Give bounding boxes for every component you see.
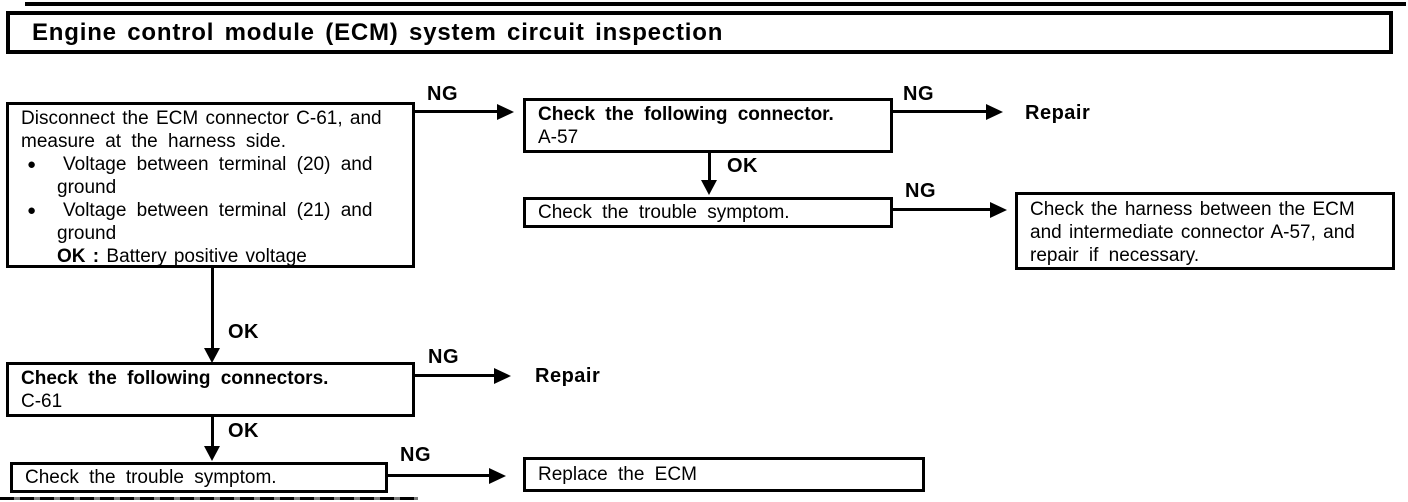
connector-line xyxy=(708,153,711,183)
ok-label: OK xyxy=(228,420,259,442)
step-line: and intermediate connector A-57, and xyxy=(1030,222,1355,243)
bullet-text: ground xyxy=(57,177,117,198)
step-line: Check the following connector. xyxy=(538,104,834,125)
ok-label: OK xyxy=(727,155,758,177)
ng-label: NG xyxy=(905,180,936,202)
step-trouble-symptom-bottom-box: Check the trouble symptom. xyxy=(10,462,388,493)
step-line: measure at the harness side. xyxy=(21,131,287,152)
arrowhead-right-icon xyxy=(489,468,506,484)
ok-label: OK xyxy=(228,321,259,343)
step-line: Check the following connectors. xyxy=(21,368,329,389)
connector-line xyxy=(893,110,988,113)
ng-label: NG xyxy=(400,444,431,466)
bullet-text: Voltage between terminal (20) and xyxy=(63,154,373,175)
step-disconnect-ecm-box: Disconnect the ECM connector C-61, and m… xyxy=(6,102,415,268)
step-line: Check the trouble symptom. xyxy=(25,467,277,488)
ok-condition-key: OK : xyxy=(57,246,100,267)
step-line: Check the trouble symptom. xyxy=(538,202,790,223)
page-title: Engine control module (ECM) system circu… xyxy=(32,18,724,46)
page-top-rule xyxy=(25,2,1406,6)
ok-condition-value: Battery positive voltage xyxy=(106,246,307,267)
ng-label: NG xyxy=(427,83,458,105)
arrowhead-down-icon xyxy=(204,446,220,461)
page-bottom-artifact-rule xyxy=(0,497,418,500)
arrowhead-right-icon xyxy=(494,368,511,384)
title-box: Engine control module (ECM) system circu… xyxy=(6,11,1393,54)
step-line: Check the harness between the ECM xyxy=(1030,199,1355,220)
connector-line xyxy=(211,268,214,352)
bullet-icon: ● xyxy=(27,202,37,219)
bullet-item: ● Voltage between terminal (20) and xyxy=(21,153,404,176)
bullet-item: ● Voltage between terminal (21) and xyxy=(21,199,404,222)
connector-line xyxy=(415,110,499,113)
connector-line xyxy=(893,208,992,211)
ng-label: NG xyxy=(903,83,934,105)
arrowhead-right-icon xyxy=(990,202,1007,218)
bullet-icon: ● xyxy=(27,156,37,173)
arrowhead-down-icon xyxy=(204,348,220,363)
ng-label: NG xyxy=(428,346,459,368)
step-replace-ecm-box: Replace the ECM xyxy=(523,457,925,492)
connector-id: A-57 xyxy=(538,127,579,148)
connector-line xyxy=(211,417,214,450)
step-line: repair if necessary. xyxy=(1030,245,1200,266)
repair-terminal-label: Repair xyxy=(1025,102,1091,124)
arrowhead-right-icon xyxy=(986,104,1003,120)
step-line: Disconnect the ECM connector C-61, and xyxy=(21,108,382,129)
step-trouble-symptom-top-box: Check the trouble symptom. xyxy=(523,197,893,228)
ok-condition-line: OK : Battery positive voltage xyxy=(21,245,404,267)
step-check-connector-a57-box: Check the following connector. A-57 xyxy=(523,98,893,153)
step-line: Replace the ECM xyxy=(538,464,697,485)
repair-terminal-label: Repair xyxy=(535,365,601,387)
arrowhead-right-icon xyxy=(497,104,514,120)
bullet-text: Voltage between terminal (21) and xyxy=(63,200,373,221)
arrowhead-down-icon xyxy=(701,180,717,195)
connector-line xyxy=(415,374,496,377)
step-check-connectors-c61-box: Check the following connectors. C-61 xyxy=(6,362,415,417)
connector-line xyxy=(388,474,491,477)
connector-id: C-61 xyxy=(21,391,63,412)
step-check-harness-box: Check the harness between the ECM and in… xyxy=(1015,192,1395,270)
bullet-text: ground xyxy=(57,223,117,244)
